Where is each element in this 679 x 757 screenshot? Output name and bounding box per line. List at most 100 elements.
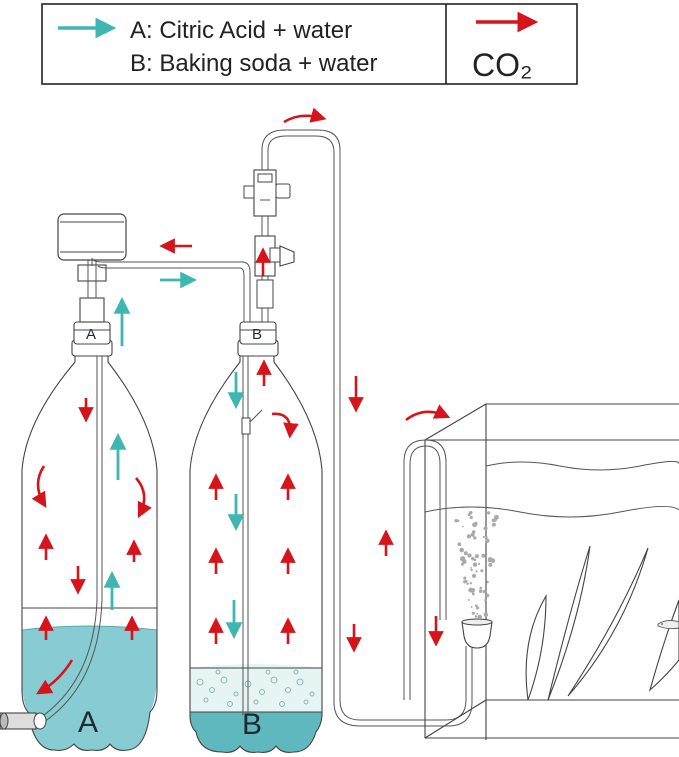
bottle-a-fitting (79, 297, 105, 323)
co2-bubble (475, 570, 478, 573)
co2-bubble (481, 553, 486, 558)
co2-bubble (471, 556, 475, 561)
co2-bubble (473, 536, 477, 540)
co2-bubble (463, 576, 467, 580)
co2-bubble (466, 582, 469, 586)
tube-a-to-b (91, 257, 251, 322)
liquid-flow-arrows (103, 271, 245, 640)
co2-bubble (483, 526, 488, 531)
co2-bubble (466, 534, 472, 539)
bottle-b-bubble-layer (190, 664, 322, 712)
co2-arrow (31, 465, 47, 509)
co2-bubble (469, 582, 472, 585)
co2-arrow (134, 477, 152, 519)
co2-bubble (486, 511, 491, 515)
bottle-a-dip-tube (39, 356, 98, 719)
co2-bubble (493, 514, 499, 520)
bottle-b-cap-label: B (252, 326, 262, 343)
co2-bubble (474, 522, 478, 526)
co2-bubble (486, 580, 489, 584)
bottle-a-body (21, 355, 158, 751)
legend: A: Citric Acid + water B: Baking soda + … (41, 3, 578, 85)
co2-bubble (479, 615, 482, 619)
co2-bubble (474, 615, 478, 618)
co2-bubble (454, 518, 458, 523)
co2-bubble (461, 562, 465, 566)
co2-bubble (494, 519, 497, 522)
co2-bubble (482, 535, 485, 539)
diffuser-icon (461, 618, 493, 649)
co2-bubble (470, 606, 473, 608)
co2-bubble (463, 551, 468, 556)
co2-arrow (271, 412, 299, 439)
co2-bubble (485, 535, 488, 539)
valve-stack (243, 150, 295, 322)
co2-bubble (467, 553, 472, 558)
pressure-gauge-icon (57, 213, 127, 261)
bottle-a-cap-label: A (86, 326, 96, 343)
co2-bubble (462, 525, 464, 528)
bottle-b-check-valve (241, 409, 263, 435)
co2-bubble (480, 569, 484, 573)
plant-leaf-2 (547, 545, 591, 701)
co2-arrow (405, 404, 451, 422)
aquarium-water-line-back (485, 460, 679, 471)
co2-bubble (488, 562, 493, 567)
diffuser-inlet-tube (403, 439, 447, 700)
co2-bubble (459, 547, 465, 553)
needle-valve-icon (269, 245, 295, 267)
co2-bubble (470, 568, 473, 572)
co2-bubble (485, 593, 490, 598)
legend-co2-label: CO₂ (472, 47, 532, 83)
bottle-a-liquid-surface (21, 625, 158, 631)
bottle-a-liquid (22, 626, 157, 751)
bottle-a-big-label: A (78, 706, 98, 739)
co2-bubble (457, 542, 462, 547)
co2-arrow (283, 107, 327, 124)
bottle-b: B B (189, 321, 323, 753)
co2-bubble (457, 519, 460, 522)
bottle-b-cap (239, 321, 277, 345)
plant-leaf-1 (525, 593, 547, 701)
plant-leaf-4 (648, 599, 679, 692)
co2-bubble (460, 556, 465, 562)
co2-bubble (484, 598, 487, 602)
co2-bubble (469, 515, 473, 520)
fish-icon (657, 619, 679, 630)
co2-arrow (35, 659, 74, 695)
co2-bubble (467, 599, 470, 601)
co2-bubble (472, 562, 478, 567)
co2-bubble (482, 589, 487, 594)
co2-bubble (488, 557, 493, 562)
co2-bubbles (454, 510, 499, 620)
bottle-a: A A (0, 213, 158, 751)
legend-line-b: B: Baking soda + water (130, 50, 377, 77)
co2-bubble (485, 538, 490, 543)
co2-flow-arrows (31, 107, 451, 695)
co2-bubble (470, 532, 475, 537)
co2-bubble (477, 562, 481, 566)
co2-bubble (470, 587, 476, 593)
co2-bubble (471, 611, 475, 615)
co2-bubble (470, 566, 473, 569)
aquarium (403, 403, 679, 740)
co2-bubble (483, 612, 489, 617)
co2-bubble (479, 586, 483, 590)
legend-box (41, 3, 578, 85)
co2-bubble (474, 554, 479, 559)
legend-line-a: A: Citric Acid + water (130, 17, 352, 44)
co2-bubble (475, 604, 478, 607)
co2-bubble (465, 579, 468, 583)
co2-bubble (471, 573, 477, 579)
co2-bubble (468, 510, 473, 515)
co2-bubble (478, 589, 483, 593)
co2-bubble (491, 522, 496, 527)
co2-bubble (476, 612, 479, 615)
bottle-b-body (189, 355, 323, 753)
plant-leaf-3 (567, 547, 649, 697)
co2-bubble (471, 592, 475, 596)
aquarium-water-line-front (424, 506, 679, 518)
bottle-b-big-label: B (242, 708, 262, 741)
co2-bubble (491, 518, 496, 523)
